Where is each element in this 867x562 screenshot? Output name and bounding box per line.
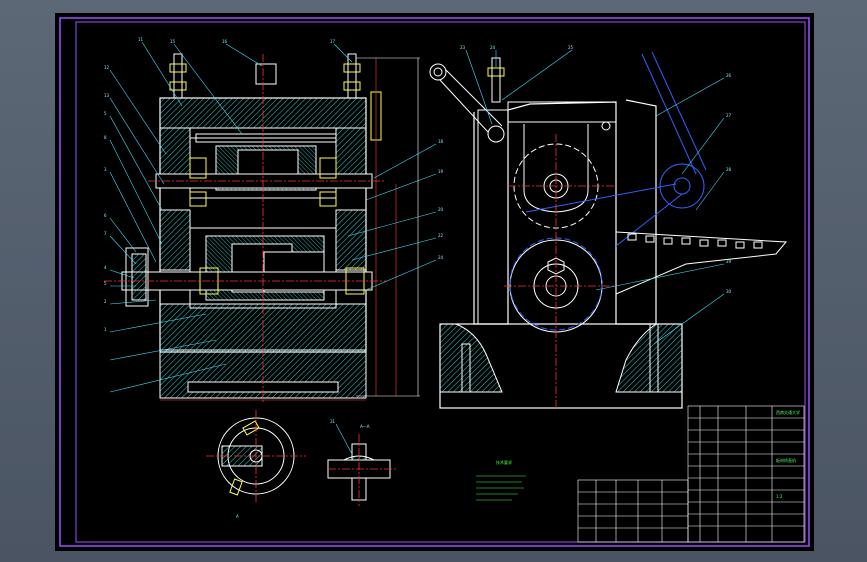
front-view [104,53,420,404]
svg-text:11: 11 [138,37,144,42]
svg-text:16: 16 [222,39,228,44]
side-view-label-group: 23 24 25 26 27 28 29 30 [460,45,732,294]
svg-text:31: 31 [330,419,336,424]
svg-text:1: 1 [104,327,107,332]
svg-text:5: 5 [104,111,107,116]
svg-text:板材矫直机: 板材矫直机 [776,457,796,463]
svg-text:15: 15 [170,39,176,44]
title-block-text: 西南交通大学 板材矫直机 1:2 [776,409,800,499]
svg-text:技术要求: 技术要求 [496,459,512,465]
svg-text:24: 24 [490,45,496,50]
front-view-label-group: 11 15 16 17 12 13 5 8 3 6 7 4 5 2 1 18 1… [104,37,444,332]
svg-text:A: A [236,514,239,519]
side-view [429,51,788,410]
svg-text:4: 4 [104,265,107,270]
svg-text:13: 13 [104,93,110,98]
detail-view-b: 31 A—A [327,419,396,506]
svg-text:26: 26 [726,73,732,78]
svg-text:8: 8 [104,135,107,140]
svg-text:7: 7 [104,231,107,236]
cad-viewport[interactable]: 11 15 16 17 12 13 5 8 3 6 7 4 5 2 1 18 1… [55,13,814,551]
front-view-leaders [109,41,437,393]
svg-text:18: 18 [438,139,444,144]
technical-notes: 技术要求 [476,459,526,501]
svg-text:22: 22 [438,233,444,238]
svg-text:A—A: A—A [360,424,370,429]
svg-text:25: 25 [568,45,574,50]
svg-text:6: 6 [104,213,107,218]
svg-text:29: 29 [726,259,732,264]
svg-text:12: 12 [104,65,110,70]
title-block [577,479,689,543]
side-view-leaders [465,49,725,345]
bom-table [687,405,805,543]
svg-text:23: 23 [460,45,466,50]
outer-frame [59,17,810,547]
detail-view-a: A [206,410,306,519]
svg-text:19: 19 [438,169,444,174]
svg-text:30: 30 [726,289,732,294]
inner-frame [75,21,806,543]
svg-text:17: 17 [330,39,336,44]
svg-text:28: 28 [726,167,732,172]
svg-text:5: 5 [104,281,107,286]
svg-text:1:2: 1:2 [776,494,783,499]
svg-text:西南交通大学: 西南交通大学 [776,409,800,415]
svg-text:20: 20 [438,207,444,212]
svg-text:27: 27 [726,113,732,118]
svg-text:3: 3 [104,167,107,172]
svg-text:2: 2 [104,299,107,304]
cad-drawing: 11 15 16 17 12 13 5 8 3 6 7 4 5 2 1 18 1… [59,17,810,547]
svg-text:24: 24 [438,255,444,260]
